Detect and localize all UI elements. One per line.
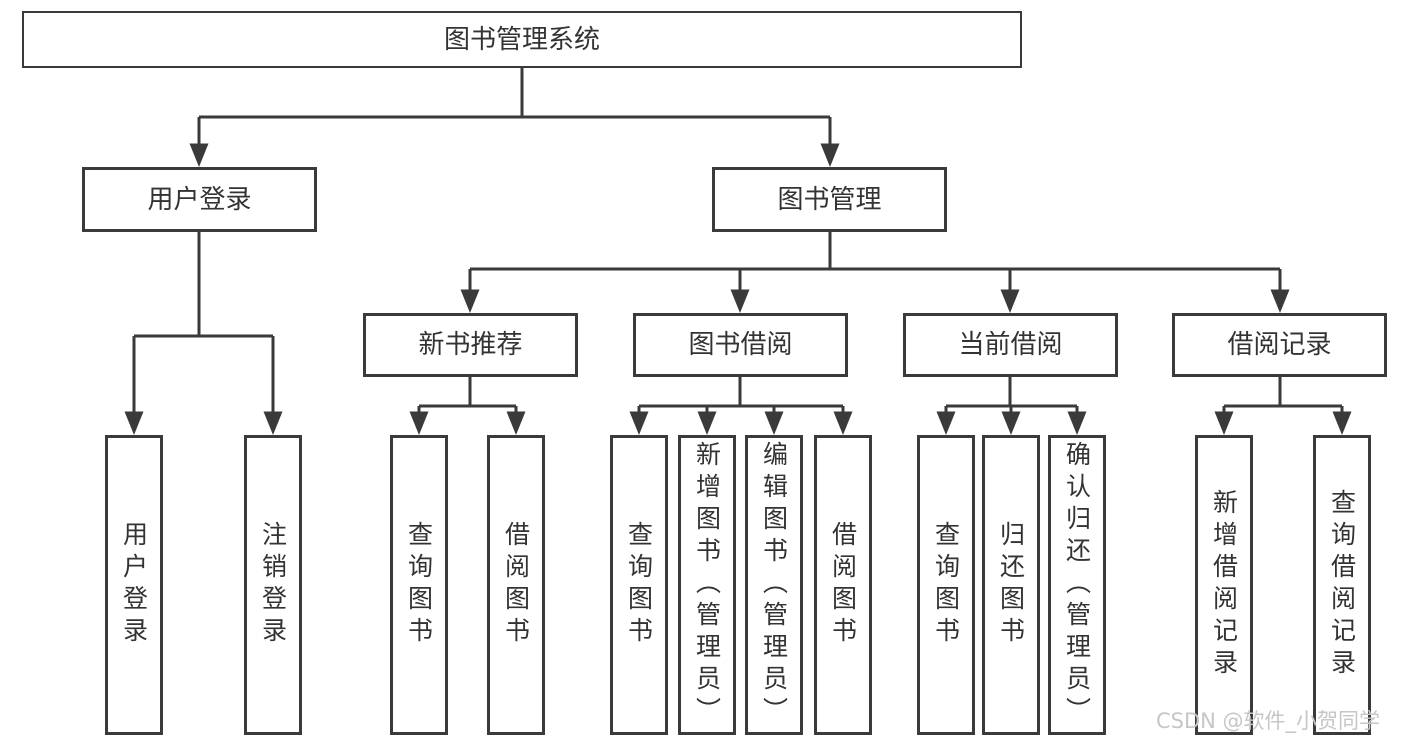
leaf-label: 查询借阅记录 xyxy=(1327,489,1357,681)
connector-borrowing-records-to-leaves xyxy=(1214,377,1352,435)
arrowhead-icon xyxy=(409,411,429,435)
arrowhead-icon xyxy=(936,411,956,435)
leaf-label: 借阅图书 xyxy=(828,521,858,649)
connector-user-login-to-leaves xyxy=(124,232,283,435)
arrowhead-icon xyxy=(124,411,144,435)
arrowhead-icon xyxy=(460,289,480,313)
leaf-return-books: 归还图书 xyxy=(982,435,1040,735)
leaf-label: 查询图书 xyxy=(931,521,961,649)
leaf-label: 归还图书 xyxy=(996,521,1026,649)
arrowhead-icon xyxy=(506,411,526,435)
node-book-borrowing: 图书借阅 xyxy=(633,313,848,377)
arrowhead-icon xyxy=(730,289,750,313)
connector-current-borrowing-to-leaves xyxy=(936,377,1087,435)
arrowhead-icon xyxy=(1214,411,1234,435)
leaf-label: 注销登录 xyxy=(258,521,288,649)
leaf-label: 查询图书 xyxy=(404,521,434,649)
leaf-edit-book-admin: 编辑图书（管理员） xyxy=(745,435,803,735)
connector-root-to-level2 xyxy=(189,68,840,167)
arrowhead-icon xyxy=(1001,411,1021,435)
arrowhead-icon xyxy=(820,143,840,167)
node-borrowing-records: 借阅记录 xyxy=(1172,313,1387,377)
arrowhead-icon xyxy=(764,411,784,435)
arrowhead-icon xyxy=(1332,411,1352,435)
arrowhead-icon xyxy=(629,411,649,435)
arrowhead-icon xyxy=(189,143,209,167)
node-user-login: 用户登录 xyxy=(82,167,317,232)
leaf-current-query-books: 查询图书 xyxy=(917,435,975,735)
leaf-add-book-admin: 新增图书（管理员） xyxy=(678,435,736,735)
leaf-label: 编辑图书（管理员） xyxy=(759,441,789,729)
connector-book-management-to-level3 xyxy=(460,232,1290,313)
leaf-borrowing-query-books: 查询图书 xyxy=(610,435,668,735)
leaf-query-borrow-record: 查询借阅记录 xyxy=(1313,435,1371,735)
node-current-borrowing: 当前借阅 xyxy=(903,313,1118,377)
leaf-label: 借阅图书 xyxy=(501,521,531,649)
node-book-management: 图书管理 xyxy=(712,167,947,232)
leaf-label: 新增借阅记录 xyxy=(1209,489,1239,681)
arrowhead-icon xyxy=(1000,289,1020,313)
node-library-management-system: 图书管理系统 xyxy=(22,11,1022,68)
node-new-book-recommendation: 新书推荐 xyxy=(363,313,578,377)
connector-book-borrowing-to-leaves xyxy=(629,377,853,435)
arrowhead-icon xyxy=(697,411,717,435)
leaf-recommend-borrow-books: 借阅图书 xyxy=(487,435,545,735)
leaf-logout: 注销登录 xyxy=(244,435,302,735)
leaf-user-login: 用户登录 xyxy=(105,435,163,735)
leaf-label: 用户登录 xyxy=(119,521,149,649)
leaf-add-borrow-record: 新增借阅记录 xyxy=(1195,435,1253,735)
arrowhead-icon xyxy=(1067,411,1087,435)
arrowhead-icon xyxy=(833,411,853,435)
leaf-label: 确认归还（管理员） xyxy=(1062,441,1092,729)
arrowhead-icon xyxy=(1270,289,1290,313)
leaf-label: 查询图书 xyxy=(624,521,654,649)
leaf-label: 新增图书（管理员） xyxy=(692,441,722,729)
connector-new-book-recommendation-to-leaves xyxy=(409,377,526,435)
arrowhead-icon xyxy=(263,411,283,435)
leaf-borrowing-borrow-books: 借阅图书 xyxy=(814,435,872,735)
csdn-watermark: CSDN @软件_小贺同学 xyxy=(1156,709,1381,733)
leaf-recommend-query-books: 查询图书 xyxy=(390,435,448,735)
leaf-confirm-return-admin: 确认归还（管理员） xyxy=(1048,435,1106,735)
